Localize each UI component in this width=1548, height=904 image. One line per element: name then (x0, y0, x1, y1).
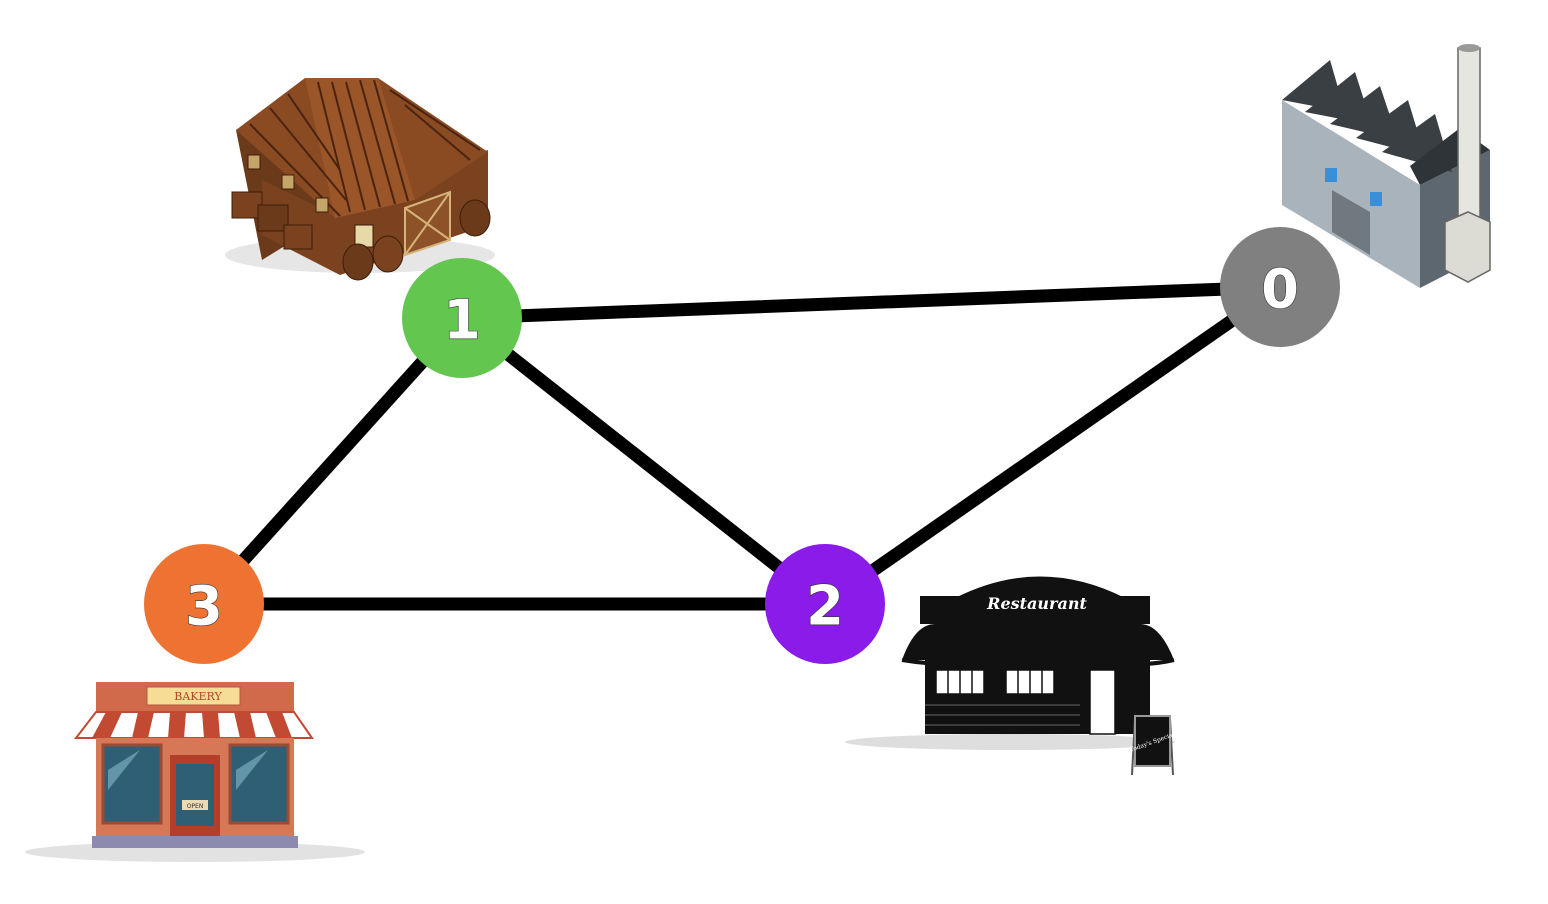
edge-1-2 (455, 311, 832, 611)
node-3-label: 3 (185, 575, 223, 638)
node-1: 1 (402, 258, 522, 378)
node-0: 0 (1220, 227, 1340, 347)
bakery-sign-text: BAKERY (174, 690, 222, 703)
nodes: 0 1 2 3 (144, 227, 1340, 664)
restaurant-icon: Restaurant Today's Special (845, 576, 1175, 776)
specials-board-icon: Today's Special (1129, 715, 1175, 776)
edge-1-0 (455, 280, 1287, 325)
factory-icon (1282, 44, 1491, 288)
edge-1-3 (197, 311, 469, 611)
node-1-label: 1 (443, 289, 481, 352)
node-3-circle (144, 544, 264, 664)
node-2-label: 2 (806, 575, 844, 638)
node-2-circle (765, 544, 885, 664)
node-0-label: 0 (1261, 258, 1299, 321)
edge-2-0 (818, 280, 1287, 611)
warehouse-icon (225, 78, 495, 281)
node-1-circle (402, 258, 522, 378)
restaurant-sign-text: Restaurant (986, 594, 1087, 613)
node-3: 3 (144, 544, 264, 664)
bakery-icon: BAKERY OPEN (25, 682, 365, 862)
node-0-circle (1220, 227, 1340, 347)
node-2: 2 (765, 544, 885, 664)
edges (197, 280, 1287, 611)
bakery-door-sign-text: OPEN (187, 803, 204, 810)
